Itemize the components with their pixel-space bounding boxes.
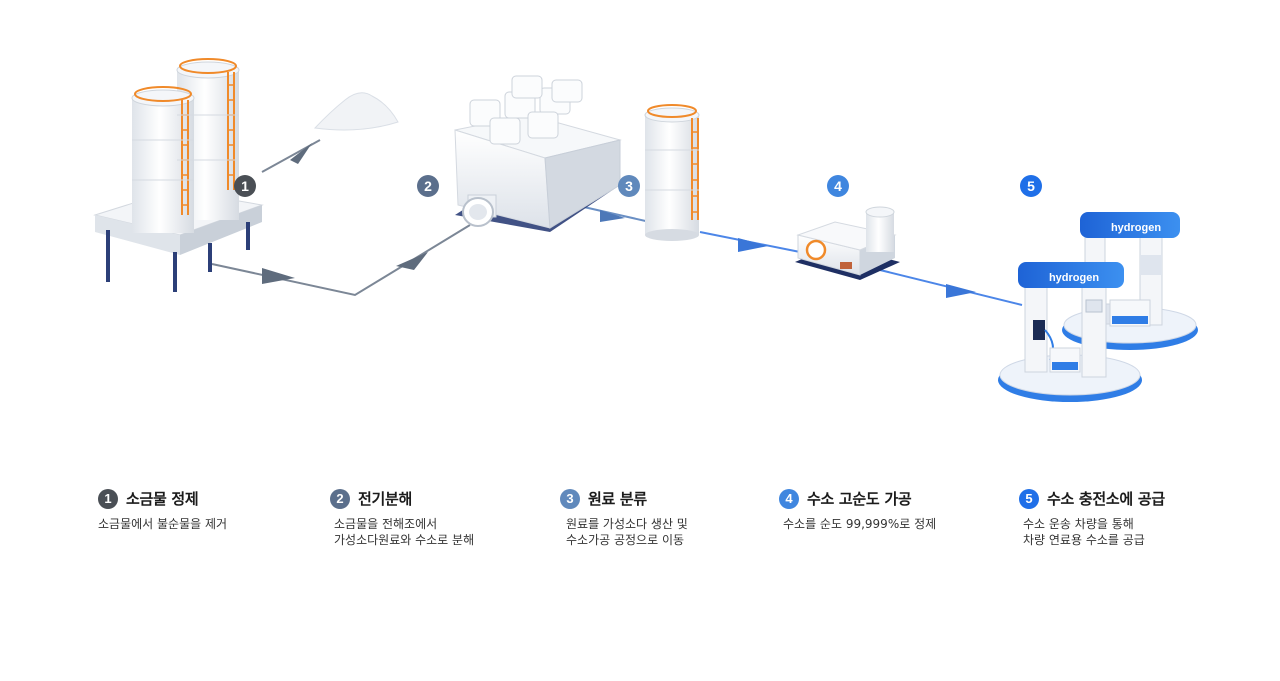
step-2-title: 전기분해 — [358, 490, 413, 508]
flow-arrow-powder — [290, 143, 312, 164]
step-5-desc-line-1: 수소 운송 차량을 통해 — [1023, 517, 1134, 531]
flow-lines — [211, 139, 1023, 306]
step-1-title: 소금물 정제 — [126, 490, 199, 508]
step-4-title: 수소 고순도 가공 — [807, 490, 912, 508]
flow-arrow-1 — [262, 268, 295, 284]
step-5-header: 5 수소 충전소에 공급 — [1019, 488, 1165, 509]
scene-badge-4: 4 — [827, 175, 849, 197]
step-4-desc-line-1: 수소를 순도 99,999%로 정제 — [783, 517, 937, 531]
step-5-desc-line-2: 차량 연료용 수소를 공급 — [1023, 533, 1145, 547]
step-4-description: 수소를 순도 99,999%로 정제 — [779, 516, 936, 532]
salt-purification-silos — [93, 58, 264, 292]
flow-arrow-4 — [738, 238, 768, 252]
step-3-header: 3 원료 분류 — [560, 488, 688, 509]
process-illustration: hydrogen hydrogen — [93, 58, 1198, 402]
flow-line-1-2 — [211, 224, 471, 297]
step-2: 2 전기분해 소금물을 전해조에서 가성소다원료와 수소로 분해 — [330, 488, 474, 548]
sign-front-text: hydrogen — [1049, 272, 1099, 284]
storage-tank — [644, 104, 700, 241]
scene-badge-1: 1 — [234, 175, 256, 197]
step-5-description: 수소 운송 차량을 통해 차량 연료용 수소를 공급 — [1019, 516, 1165, 548]
scene-badge-5: 5 — [1020, 175, 1042, 197]
step-4: 4 수소 고순도 가공 수소를 순도 99,999%로 정제 — [779, 488, 936, 532]
step-1-desc-line-1: 소금물에서 불순물을 제거 — [98, 517, 228, 531]
sign-back-text: hydrogen — [1111, 222, 1161, 234]
step-5-title: 수소 충전소에 공급 — [1047, 490, 1165, 508]
scene-badge-3: 3 — [618, 175, 640, 197]
hydrogen-station-front — [998, 262, 1142, 402]
electrolyzer-unit — [454, 75, 622, 232]
step-2-desc-line-2: 가성소다원료와 수소로 분해 — [334, 533, 475, 547]
step-2-number: 2 — [330, 488, 350, 509]
flow-line-2-3 — [574, 204, 651, 223]
flow-arrow-2 — [396, 252, 428, 270]
step-3-number: 3 — [560, 488, 580, 509]
step-5: 5 수소 충전소에 공급 수소 운송 차량을 통해 차량 연료용 수소를 공급 — [1019, 488, 1165, 548]
flow-arrow-5 — [946, 284, 976, 298]
step-3-title: 원료 분류 — [588, 490, 647, 508]
step-1-number: 1 — [98, 488, 118, 509]
step-5-number: 5 — [1019, 488, 1039, 509]
step-3-desc-line-1: 원료를 가성소다 생산 및 — [566, 517, 688, 531]
step-3-description: 원료를 가성소다 생산 및 수소가공 공정으로 이동 — [560, 516, 688, 548]
scene-badge-2: 2 — [417, 175, 439, 197]
step-2-description: 소금물을 전해조에서 가성소다원료와 수소로 분해 — [330, 516, 474, 548]
step-4-header: 4 수소 고순도 가공 — [779, 488, 936, 509]
step-3-desc-line-2: 수소가공 공정으로 이동 — [566, 533, 685, 547]
step-2-desc-line-1: 소금물을 전해조에서 — [334, 517, 438, 531]
step-1: 1 소금물 정제 소금물에서 불순물을 제거 — [98, 488, 227, 532]
step-2-header: 2 전기분해 — [330, 488, 474, 509]
salt-powder-pile — [313, 92, 399, 131]
step-1-description: 소금물에서 불순물을 제거 — [98, 516, 227, 532]
hydrogen-purifier — [795, 206, 900, 280]
flow-arrow-3 — [600, 210, 625, 222]
step-1-header: 1 소금물 정제 — [98, 488, 227, 509]
step-4-number: 4 — [779, 488, 799, 509]
step-3: 3 원료 분류 원료를 가성소다 생산 및 수소가공 공정으로 이동 — [560, 488, 688, 548]
flow-line-powder — [261, 139, 321, 173]
